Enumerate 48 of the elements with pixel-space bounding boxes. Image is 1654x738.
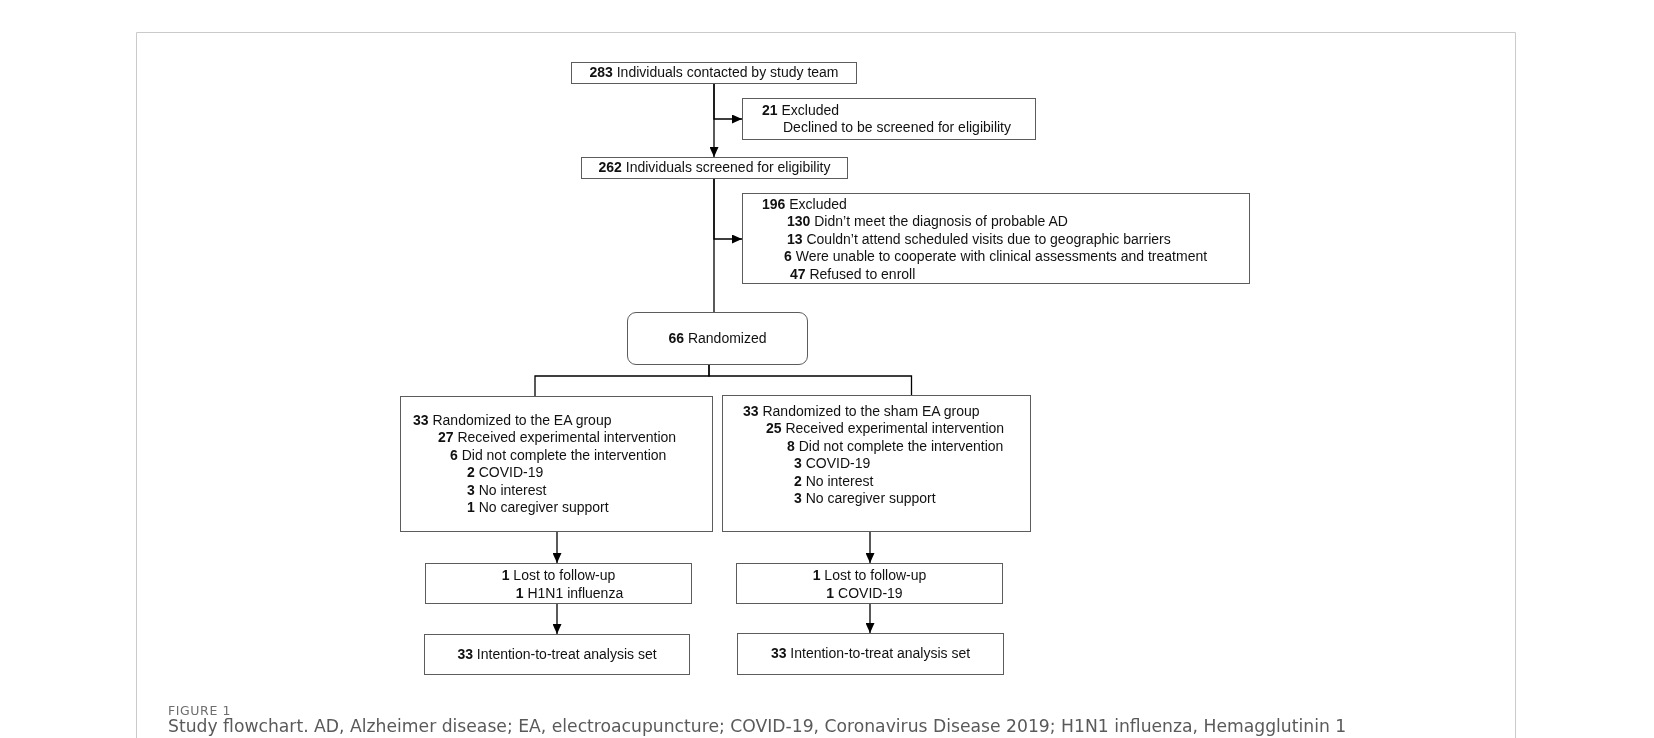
process-box (736, 563, 1003, 604)
arrow (552, 531, 562, 564)
flowchart-text: 66 Randomized (668, 329, 767, 348)
flowchart-text: 13 Couldn’t attend scheduled visits due to geographic barriers (787, 230, 1171, 249)
flowchart-text: 33 Randomized to the sham EA group (743, 403, 980, 421)
arrow (865, 531, 875, 564)
flowchart-text: 1 No caregiver support (467, 499, 609, 517)
flowchart-text: 6 Were unable to cooperate with clinical assessments and treatment (784, 248, 1208, 266)
flowchart-text: 1 COVID-19 (826, 584, 903, 603)
flowchart-text: 262 Individuals screened for eligibility (598, 159, 831, 177)
flowchart-text: 196 Excluded (762, 196, 847, 214)
flowchart-text: 33 Intention-to-treat analysis set (770, 645, 971, 663)
flowchart-text: 21 Excluded (762, 102, 840, 120)
flowchart-text: 33 Intention-to-treat analysis set (457, 645, 657, 664)
flowchart-text: 3 COVID-19 (794, 455, 871, 473)
arrow (552, 603, 562, 635)
process-box (737, 633, 1004, 675)
process-box (425, 563, 692, 604)
flowchart-text: 27 Received experimental intervention (438, 429, 677, 447)
flowchart-text: 130 Didn’t meet the diagnosis of probable AD (787, 213, 1068, 231)
flowchart-text: Declined to be screened for eligibility (783, 119, 1011, 137)
arrow (713, 83, 743, 124)
flowchart-text: 25 Received experimental intervention (766, 420, 1005, 438)
flowchart-text: 2 No interest (794, 472, 874, 491)
flowchart-text: 6 Did not complete the intervention (450, 446, 667, 465)
flowchart-text: 3 No interest (467, 481, 547, 500)
process-box (400, 396, 713, 532)
arrow (713, 178, 743, 244)
flowchart-text: 8 Did not complete the intervention (787, 437, 1004, 456)
arrow (865, 603, 875, 634)
figure-label: FIGURE 1 (168, 703, 232, 718)
figure-caption: Study flowchart. AD, Alzheimer disease; EA, electroacupuncture; COVID-19, Coronavirus Disease 2019; H1N1 influenza, Hemagglutinin 1 (168, 717, 1347, 736)
flowchart-text: 1 Lost to follow-up (812, 566, 927, 585)
flowchart-text: 33 Randomized to the EA group (413, 412, 612, 430)
process-box (424, 634, 690, 675)
connector-line (708, 364, 913, 396)
process-box (571, 62, 857, 84)
process-box (742, 193, 1250, 284)
flowchart-text: 2 COVID-19 (467, 464, 544, 482)
process-box (581, 157, 848, 179)
process-box (722, 395, 1031, 532)
flowchart-text: 3 No caregiver support (794, 490, 936, 508)
flowchart-text: 1 H1N1 influenza (515, 584, 624, 603)
flowchart-text: 47 Refused to enroll (790, 265, 916, 284)
flowchart-text: 283 Individuals contacted by study team (589, 64, 839, 82)
rounded-process-box (627, 312, 808, 365)
process-box (742, 98, 1036, 140)
flowchart-text: 1 Lost to follow-up (501, 566, 616, 585)
